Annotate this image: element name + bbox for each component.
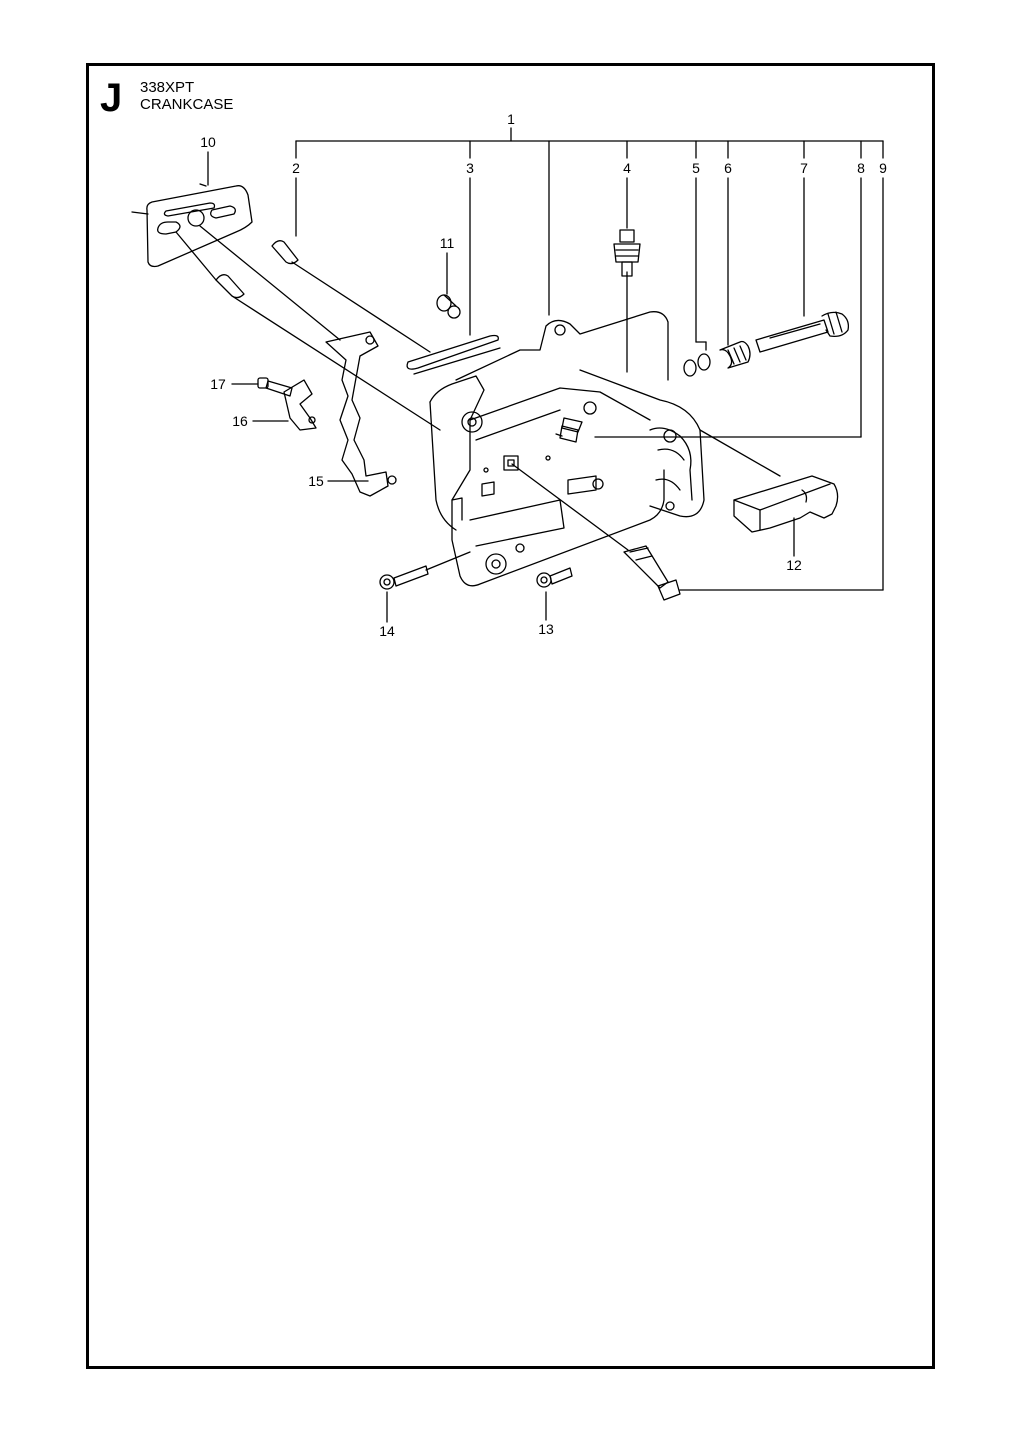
callout-9: 9 [879, 160, 887, 176]
page-frame [86, 63, 935, 1369]
callout-6: 6 [724, 160, 732, 176]
tensioner-parts [683, 311, 850, 377]
screw-17-part [257, 377, 293, 397]
callout-4: 4 [623, 160, 631, 176]
screw-13-part [536, 567, 573, 588]
decompression-valve-part [613, 229, 641, 277]
crankcase-body-part [429, 311, 705, 587]
callout-12: 12 [786, 557, 802, 573]
damper-block-part [699, 429, 839, 533]
guide-plate-part [131, 183, 253, 268]
callout-8: 8 [857, 160, 865, 176]
callout-11: 11 [440, 235, 455, 251]
callout-2: 2 [292, 160, 300, 176]
screw-14-part [379, 551, 471, 590]
leader-lines [207, 127, 884, 623]
callout-5: 5 [692, 160, 700, 176]
callout-1: 1 [507, 111, 515, 127]
section-letter: J [100, 76, 123, 120]
callout-15: 15 [308, 473, 324, 489]
callout-labels: 1 2 3 4 5 6 7 8 9 10 11 12 13 14 15 16 1… [200, 111, 887, 639]
callout-10: 10 [200, 134, 216, 150]
cover-plate-part [325, 331, 397, 497]
callout-7: 7 [800, 160, 808, 176]
callout-14: 14 [379, 623, 395, 639]
callout-3: 3 [466, 160, 474, 176]
diagram-title: CRANKCASE [140, 96, 234, 113]
callout-13: 13 [538, 621, 554, 637]
bolt-part [511, 463, 681, 601]
callout-16: 16 [232, 413, 248, 429]
callout-17: 17 [210, 376, 226, 392]
bracket-part [283, 379, 317, 431]
model-number: 338XPT [140, 79, 195, 96]
plug-part [436, 294, 461, 319]
spacer-sleeve-parts [175, 225, 441, 431]
chain-guide-part [406, 334, 501, 375]
pin-part [555, 425, 579, 443]
